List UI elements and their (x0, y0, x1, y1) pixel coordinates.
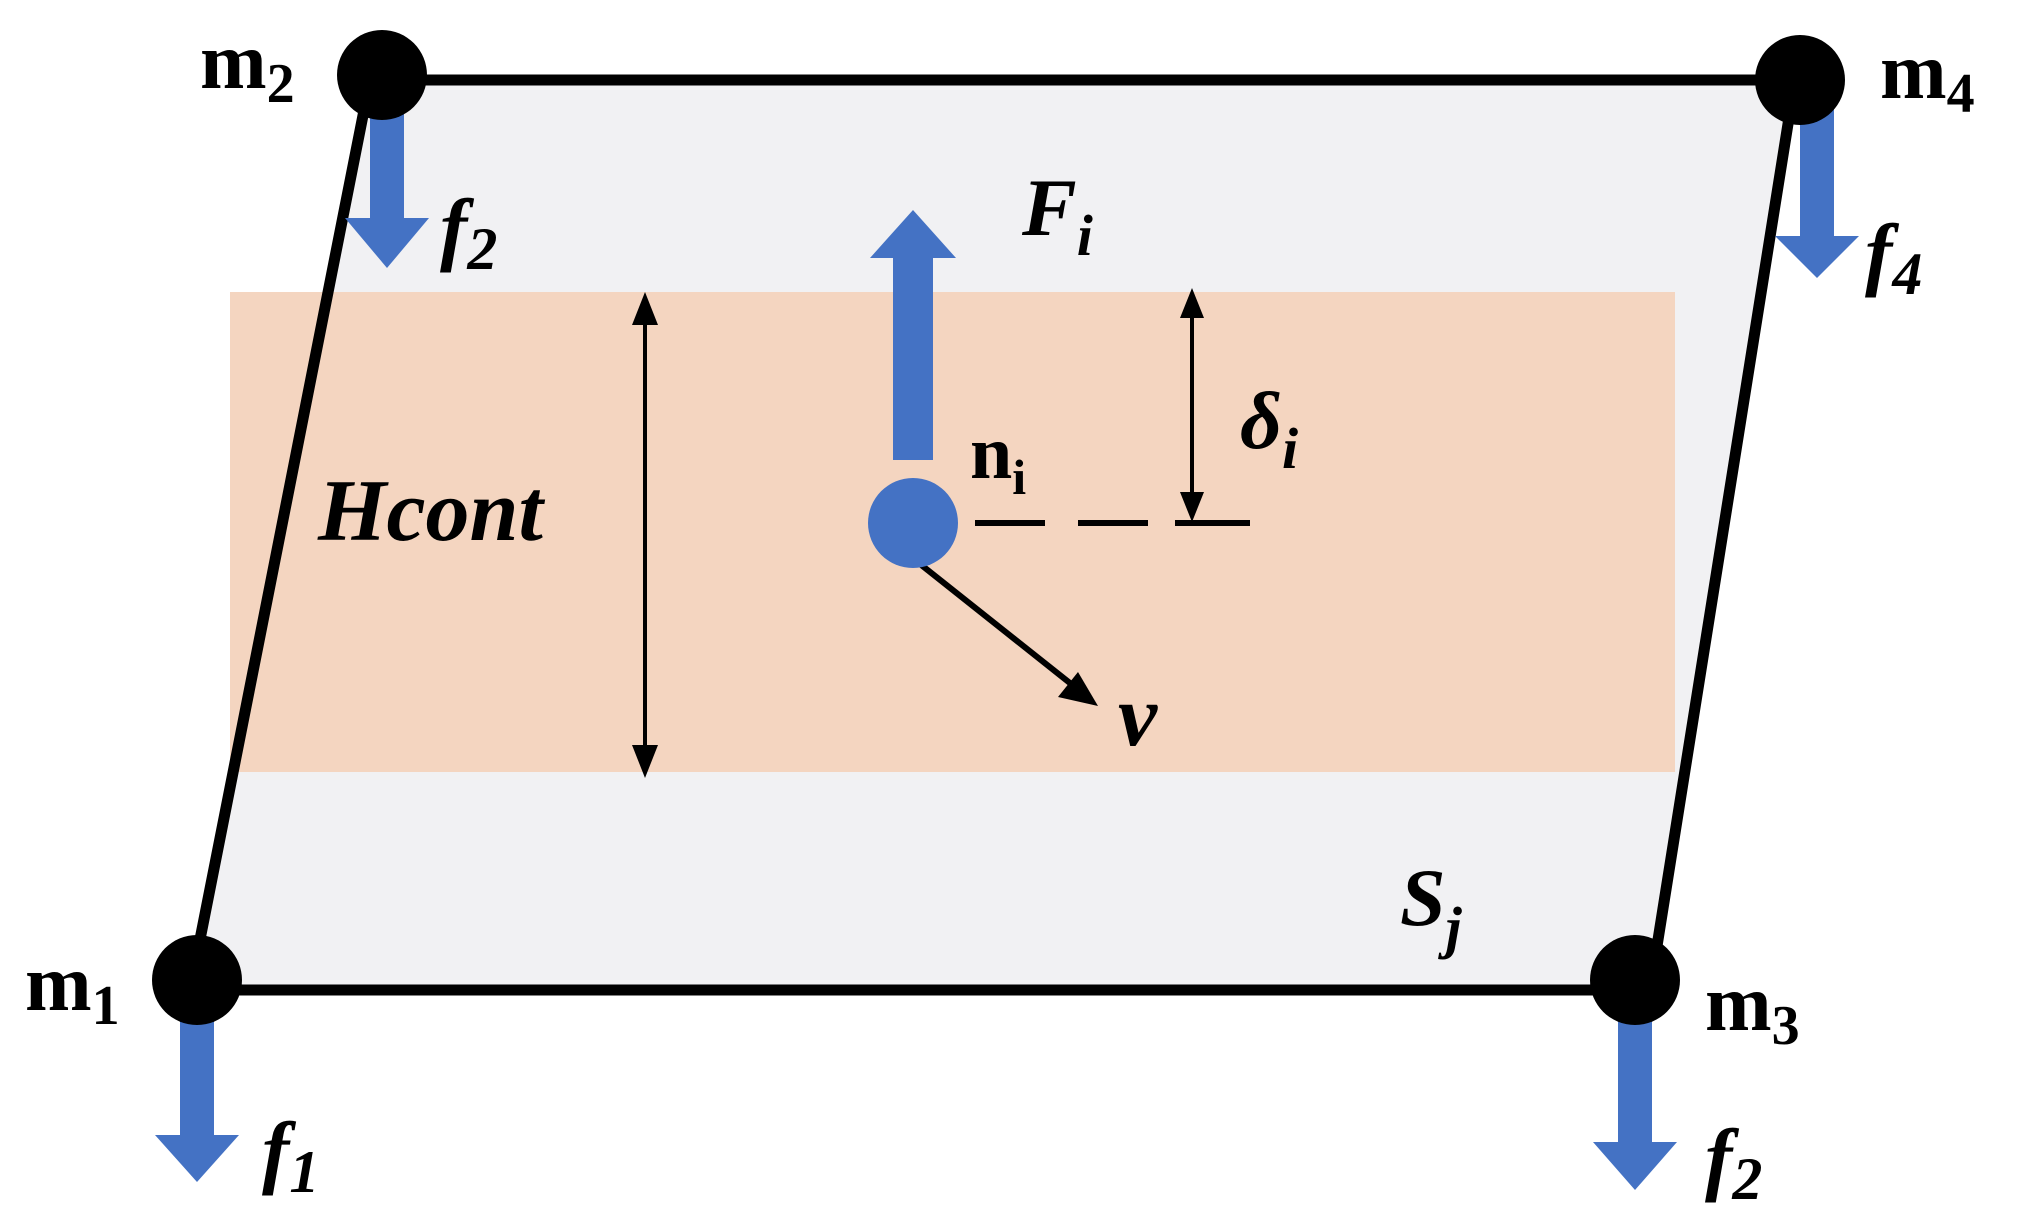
mass-m1 (152, 935, 242, 1025)
mass-m4 (1755, 35, 1845, 125)
mass-m3 (1590, 935, 1680, 1025)
node-label: ni (970, 411, 1026, 505)
velocity-arrow (913, 557, 1087, 698)
delta-double-arrow (1180, 288, 1204, 522)
mass-m2 (337, 30, 427, 120)
velocity-arrowhead (1058, 672, 1098, 706)
force-label-f4: f4 (1865, 207, 1922, 307)
mass-label-m4: m4 (1880, 28, 1975, 125)
contact-height-label: Hcont (317, 463, 545, 560)
penetration-label: δi (1240, 375, 1298, 481)
contact-force-label: Fi (1021, 162, 1093, 268)
force-label-f1: f1 (262, 1105, 319, 1205)
hcont-double-arrow (632, 292, 658, 778)
force-label-f2-bottom: f2 (1705, 1112, 1762, 1212)
velocity-label: v (1118, 668, 1158, 765)
contact-force-arrow (870, 210, 956, 460)
mass-label-m2: m2 (200, 18, 295, 115)
mass-label-m3: m3 (1705, 960, 1800, 1057)
contact-node (868, 478, 958, 568)
mass-label-m1: m1 (25, 940, 120, 1037)
